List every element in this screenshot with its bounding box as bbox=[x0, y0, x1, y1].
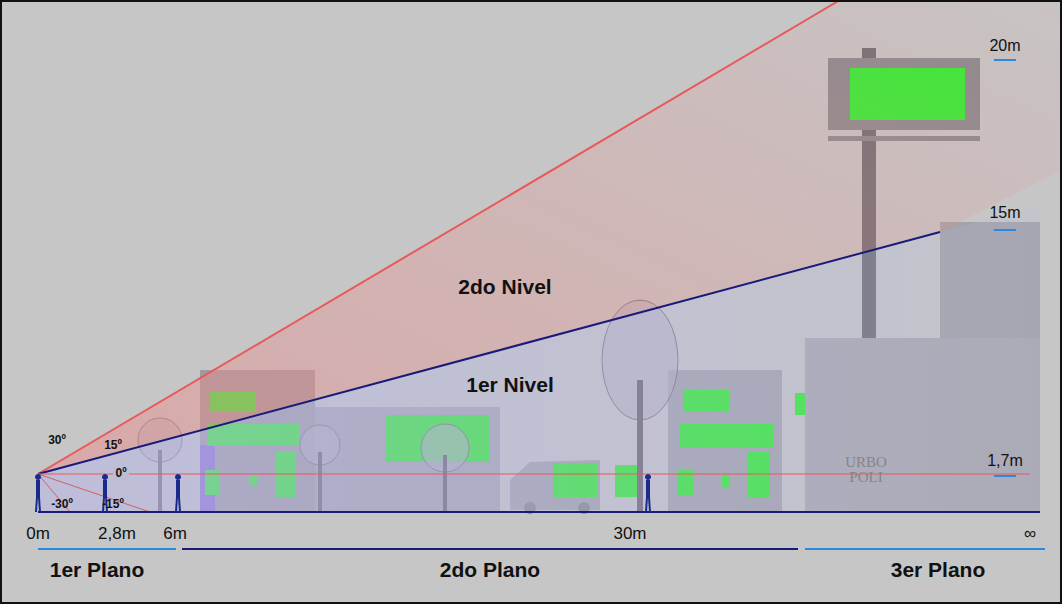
angle-label: 30º bbox=[48, 434, 66, 448]
30-degree-ray bbox=[38, 0, 840, 474]
plane-name: 1er Plano bbox=[50, 558, 145, 582]
height-dimension: 20m bbox=[989, 37, 1020, 55]
angle-label: -30º bbox=[51, 498, 73, 512]
height-dimension: 1,7m bbox=[987, 452, 1023, 470]
height-dimension: 15m bbox=[989, 204, 1020, 222]
distance-label: 30m bbox=[613, 524, 646, 544]
plane-underlines bbox=[38, 548, 1045, 550]
first-level-field bbox=[38, 205, 1040, 512]
angle-label: 0º bbox=[113, 467, 128, 481]
angle-label: 15º bbox=[104, 439, 122, 453]
watermark: URBO POLI bbox=[842, 455, 890, 485]
15-degree-ray bbox=[38, 232, 940, 474]
angle-label: -15º bbox=[102, 498, 124, 512]
level-name: 2do Nivel bbox=[458, 275, 551, 299]
distance-label: 0m bbox=[26, 524, 50, 544]
distance-label: ∞ bbox=[1024, 524, 1036, 544]
height-markers bbox=[994, 60, 1016, 476]
distance-label: 2,8m bbox=[98, 524, 136, 544]
level-name: 1er Nivel bbox=[466, 373, 554, 397]
minus-15-ray bbox=[38, 474, 150, 512]
ground-line bbox=[38, 511, 1040, 513]
plane-name: 3er Plano bbox=[891, 558, 986, 582]
distance-label: 6m bbox=[163, 524, 187, 544]
plane-name: 2do Plano bbox=[440, 558, 540, 582]
